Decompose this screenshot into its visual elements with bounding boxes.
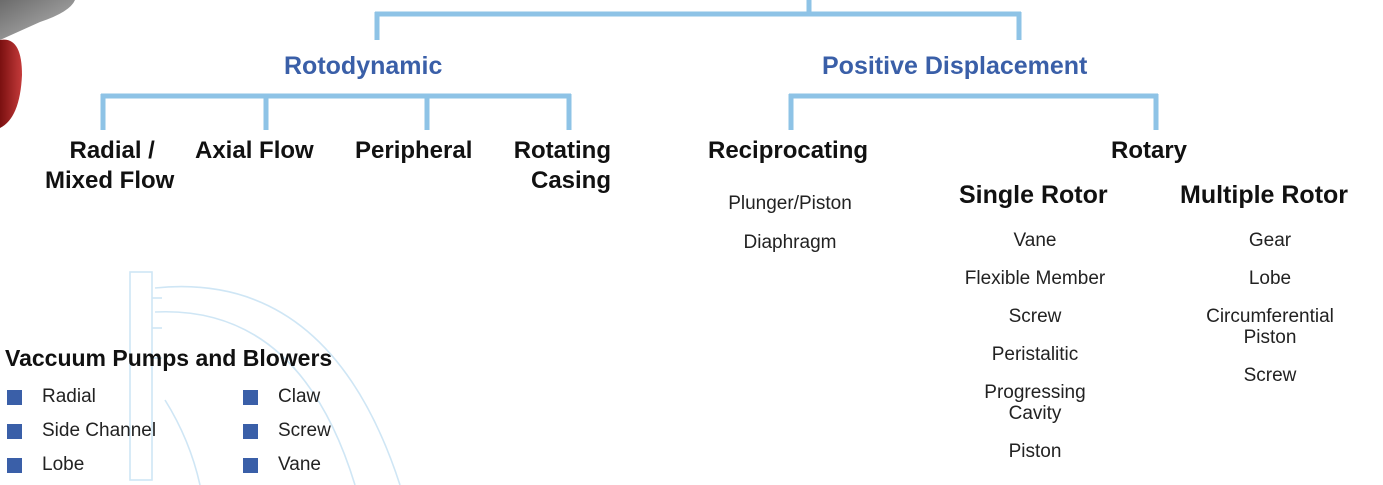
rotodynamic-title: Rotodynamic [284, 52, 443, 80]
rotating-casing-label: Rotating Casing [496, 136, 611, 196]
vacuum-item-label: Lobe [42, 454, 85, 475]
rotary-label: Rotary [1111, 137, 1188, 164]
list-item: Piston [1008, 441, 1062, 462]
radial-mixed-flow-line2: Mixed Flow [45, 167, 175, 194]
list-item: Screw [1008, 306, 1062, 327]
bullet-square-icon [243, 457, 258, 473]
axial-flow-label: Axial Flow [195, 137, 314, 164]
list-item: Peristalitic [991, 344, 1079, 365]
list-item: Vane [243, 454, 321, 476]
vacuum-item-label: Screw [278, 420, 331, 441]
vacuum-item-label: Side Channel [42, 420, 157, 441]
rotating-casing-line1: Rotating [513, 137, 611, 164]
list-item: Side Channel [7, 420, 156, 442]
list-item: Claw [243, 386, 320, 408]
list-item: Diaphragm [743, 232, 837, 253]
single-rotor-list: Vane Flexible Member Screw Peristalitic … [945, 230, 1125, 462]
list-item: Flexible Member [964, 268, 1106, 289]
radial-mixed-flow-label: Radial / Mixed Flow [45, 136, 174, 196]
list-item: Radial [7, 386, 96, 408]
single-rotor-title: Single Rotor [959, 181, 1108, 209]
radial-mixed-flow-line1: Radial / [69, 137, 155, 164]
vacuum-item-label: Vane [278, 454, 321, 475]
bullet-square-icon [7, 389, 22, 405]
reciprocating-label: Reciprocating [708, 137, 869, 164]
multiple-rotor-list: Gear Lobe Circumferential Piston Screw [1175, 230, 1365, 386]
reciprocating-list: Plunger/Piston Diaphragm [700, 193, 880, 253]
list-item: Circumferential Piston [1206, 306, 1334, 348]
list-item: Vane [1013, 230, 1057, 251]
bullet-square-icon [243, 389, 258, 405]
list-item: Lobe [1248, 268, 1292, 289]
list-item: Gear [1248, 230, 1292, 251]
list-item: Progressing Cavity [984, 382, 1086, 424]
list-item: Plunger/Piston [728, 193, 852, 214]
list-item: Screw [243, 420, 331, 442]
list-item: Lobe [7, 454, 84, 476]
vacuum-title: Vaccuum Pumps and Blowers [5, 345, 333, 371]
vacuum-item-label: Radial [42, 386, 96, 407]
bullet-square-icon [7, 457, 22, 473]
positive-displacement-title: Positive Displacement [822, 52, 1088, 80]
bullet-square-icon [7, 423, 22, 439]
bullet-square-icon [243, 423, 258, 439]
multiple-rotor-title: Multiple Rotor [1180, 181, 1349, 209]
peripheral-label: Peripheral [355, 137, 473, 164]
rotating-casing-line2: Casing [530, 167, 611, 194]
vacuum-item-label: Claw [278, 386, 321, 407]
list-item: Screw [1243, 365, 1297, 386]
